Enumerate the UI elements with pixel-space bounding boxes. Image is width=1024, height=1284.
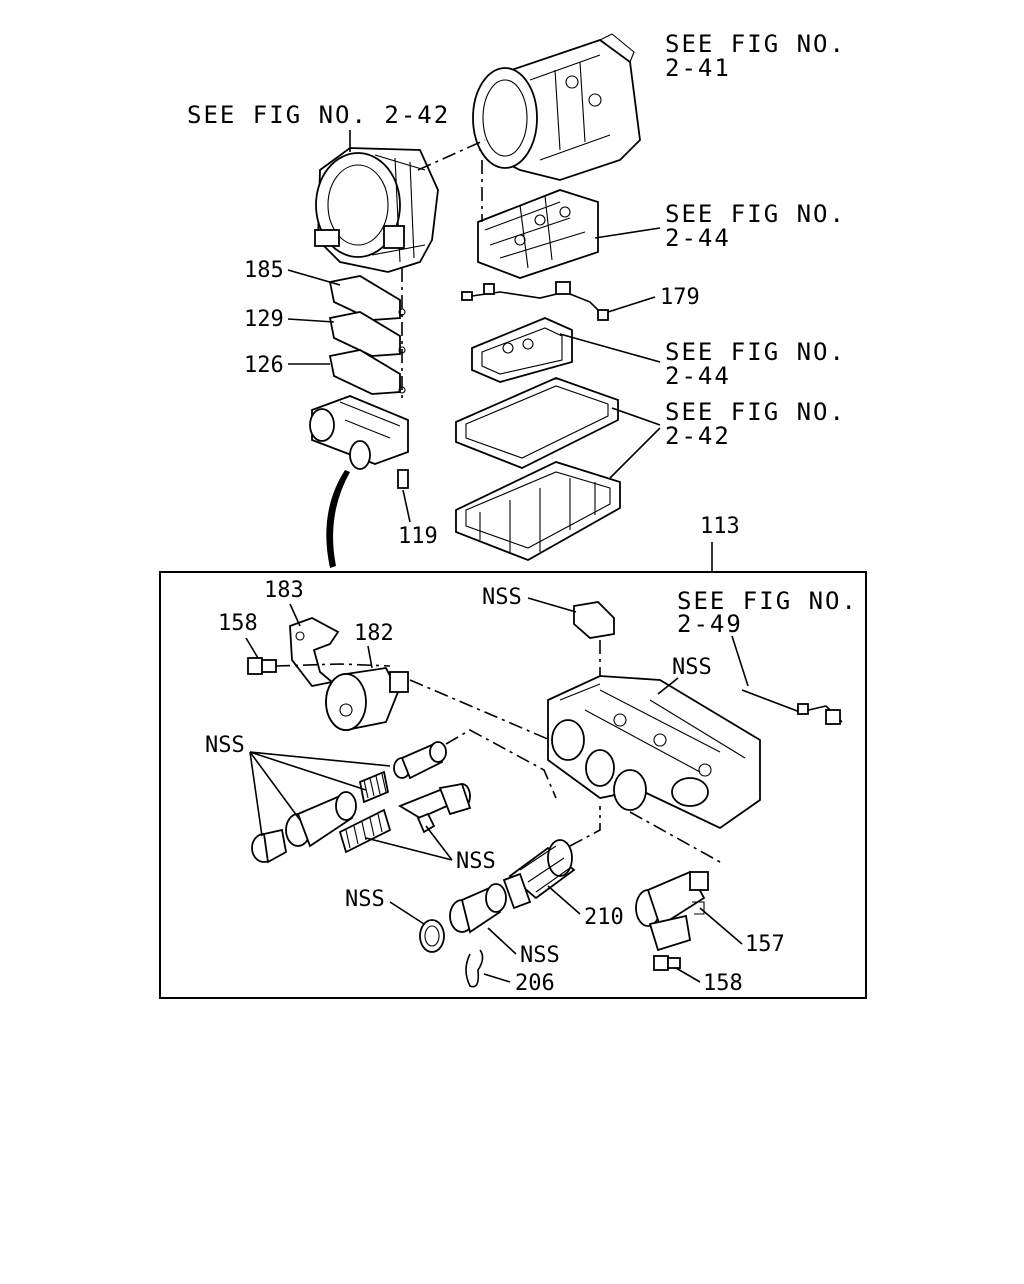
- label-185: 185: [244, 258, 284, 283]
- inset-harness-drawing: [741, 689, 843, 725]
- label-119: 119: [398, 524, 438, 549]
- solenoid-157-drawing: [635, 870, 709, 952]
- detail-inset-frame: [159, 571, 867, 999]
- valve-parts-nss-drawing: [251, 741, 472, 864]
- oil-strainer-drawing: [471, 317, 573, 383]
- leaders-nss-left: [249, 751, 391, 837]
- centerline-solenoid-182: [409, 679, 551, 741]
- label-nss-bracket: NSS: [482, 585, 522, 610]
- label-nss-mid: NSS: [456, 849, 496, 874]
- leader-nss-bracket: [527, 597, 577, 613]
- ref-fig-2-49-line2: 2-49: [677, 610, 743, 638]
- label-182: 182: [354, 621, 394, 646]
- leader-119: [402, 489, 411, 523]
- leader-2-42-pan: [609, 427, 661, 479]
- ref-fig-2-42-b-line1: SEE FIG NO.: [665, 398, 846, 426]
- leader-179: [607, 296, 656, 313]
- leader-182: [367, 645, 373, 669]
- clip-206: [465, 949, 484, 988]
- label-179: 179: [660, 285, 700, 310]
- label-158-top: 158: [218, 611, 258, 636]
- ref-fig-2-44-a-line2: 2-44: [665, 224, 731, 252]
- label-206: 206: [515, 971, 555, 996]
- bolt-158-top-drawing: [247, 657, 277, 675]
- label-nss-ring: NSS: [345, 887, 385, 912]
- leader-2-42-gasket: [611, 407, 661, 426]
- label-183: 183: [264, 578, 304, 603]
- centerline-solenoid-157: [629, 811, 721, 863]
- transmission-case-drawing: [472, 33, 641, 181]
- leader-157: [699, 907, 743, 945]
- ref-fig-2-44-b-line1: SEE FIG NO.: [665, 338, 846, 366]
- plug-nss-drawing: [449, 883, 507, 934]
- leader-183: [289, 603, 301, 627]
- valve-body-main-drawing: [547, 675, 761, 830]
- o-ring-nss: [419, 919, 445, 953]
- leader-nss-ring: [389, 901, 425, 925]
- label-129: 129: [244, 307, 284, 332]
- leader-nss-plug: [487, 927, 517, 955]
- label-113: 113: [700, 514, 740, 539]
- nss-bracket-drawing: [573, 601, 615, 639]
- centerline-bolt-158: [275, 663, 391, 667]
- solenoid-bracket-183-drawing: [289, 617, 340, 687]
- leader-206: [483, 973, 511, 983]
- ref-fig-2-42-top: SEE FIG NO. 2-42: [187, 101, 450, 129]
- wiring-harness-179-drawing: [461, 281, 609, 321]
- leader-2-49: [731, 635, 749, 687]
- callout-arrow: [326, 470, 350, 568]
- leader-210: [547, 885, 581, 915]
- label-210: 210: [584, 905, 624, 930]
- centerline-filter: [569, 806, 601, 847]
- label-nss-left: NSS: [205, 733, 245, 758]
- bolt-158-bottom-drawing: [653, 955, 681, 971]
- centerline-case-housing: [417, 139, 486, 171]
- label-158-bottom: 158: [703, 971, 743, 996]
- leader-129: [287, 318, 335, 323]
- oil-pan-drawing: [455, 461, 621, 561]
- ref-fig-2-41-line2: 2-41: [665, 54, 731, 82]
- plate-gaskets-drawing: [328, 268, 406, 400]
- bell-housing-drawing: [314, 147, 439, 273]
- ref-fig-2-44-b-line2: 2-44: [665, 362, 731, 390]
- ref-fig-2-49-line1: SEE FIG NO.: [677, 587, 858, 615]
- leader-2-44-a: [594, 227, 661, 239]
- ref-fig-2-41-line1: SEE FIG NO.: [665, 30, 846, 58]
- oil-pan-gasket-drawing: [455, 377, 619, 469]
- valve-body-drawing: [477, 189, 599, 279]
- label-126: 126: [244, 353, 284, 378]
- solenoid-182-drawing: [325, 667, 409, 732]
- accumulator-assembly-drawing: [309, 395, 409, 470]
- leader-158-top: [245, 637, 259, 659]
- leader-185: [287, 269, 341, 286]
- bolt-119: [397, 469, 409, 489]
- filter-210-drawing: [502, 839, 576, 910]
- leader-nss-valve-body: [657, 677, 679, 695]
- o-ring-inner: [424, 925, 440, 947]
- leader-158-bottom: [675, 967, 701, 983]
- ref-fig-2-42-b-line2: 2-42: [665, 422, 731, 450]
- label-157: 157: [745, 932, 785, 957]
- centerline-valves: [445, 729, 557, 799]
- label-nss-valve-body: NSS: [672, 655, 712, 680]
- ref-fig-2-44-a-line1: SEE FIG NO.: [665, 200, 846, 228]
- leader-2-44-b: [559, 333, 661, 363]
- leaders-nss-mid: [365, 825, 453, 861]
- label-nss-plug: NSS: [520, 943, 560, 968]
